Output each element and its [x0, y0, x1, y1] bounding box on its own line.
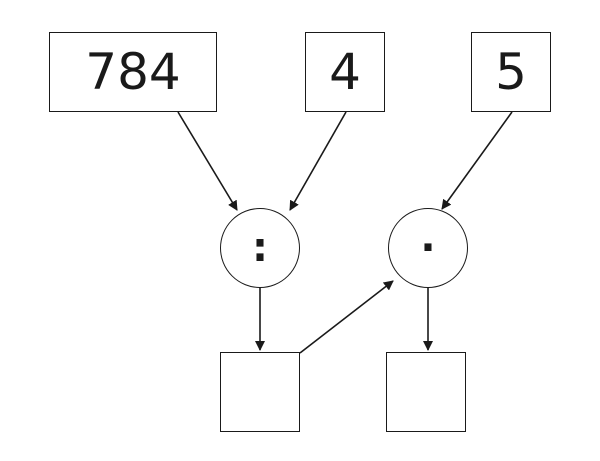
arrow-quotient-to-multiply: [299, 280, 394, 354]
multiply-operator: ·: [388, 208, 468, 288]
input-box-4: 4: [305, 32, 385, 112]
input-value-5: 5: [495, 43, 527, 101]
arrow-4-to-divide: [289, 111, 347, 211]
arrow-5-to-multiply: [441, 111, 513, 210]
multiply-symbol: ·: [420, 225, 436, 271]
arrow-784-to-divide: [177, 111, 238, 211]
divide-symbol: :: [252, 225, 268, 271]
input-box-784: 784: [49, 32, 217, 112]
product-result-box[interactable]: [386, 352, 466, 432]
input-box-5: 5: [471, 32, 551, 112]
quotient-result-box[interactable]: [220, 352, 300, 432]
input-value-4: 4: [329, 43, 361, 101]
input-value-784: 784: [85, 43, 181, 101]
divide-operator: :: [220, 208, 300, 288]
